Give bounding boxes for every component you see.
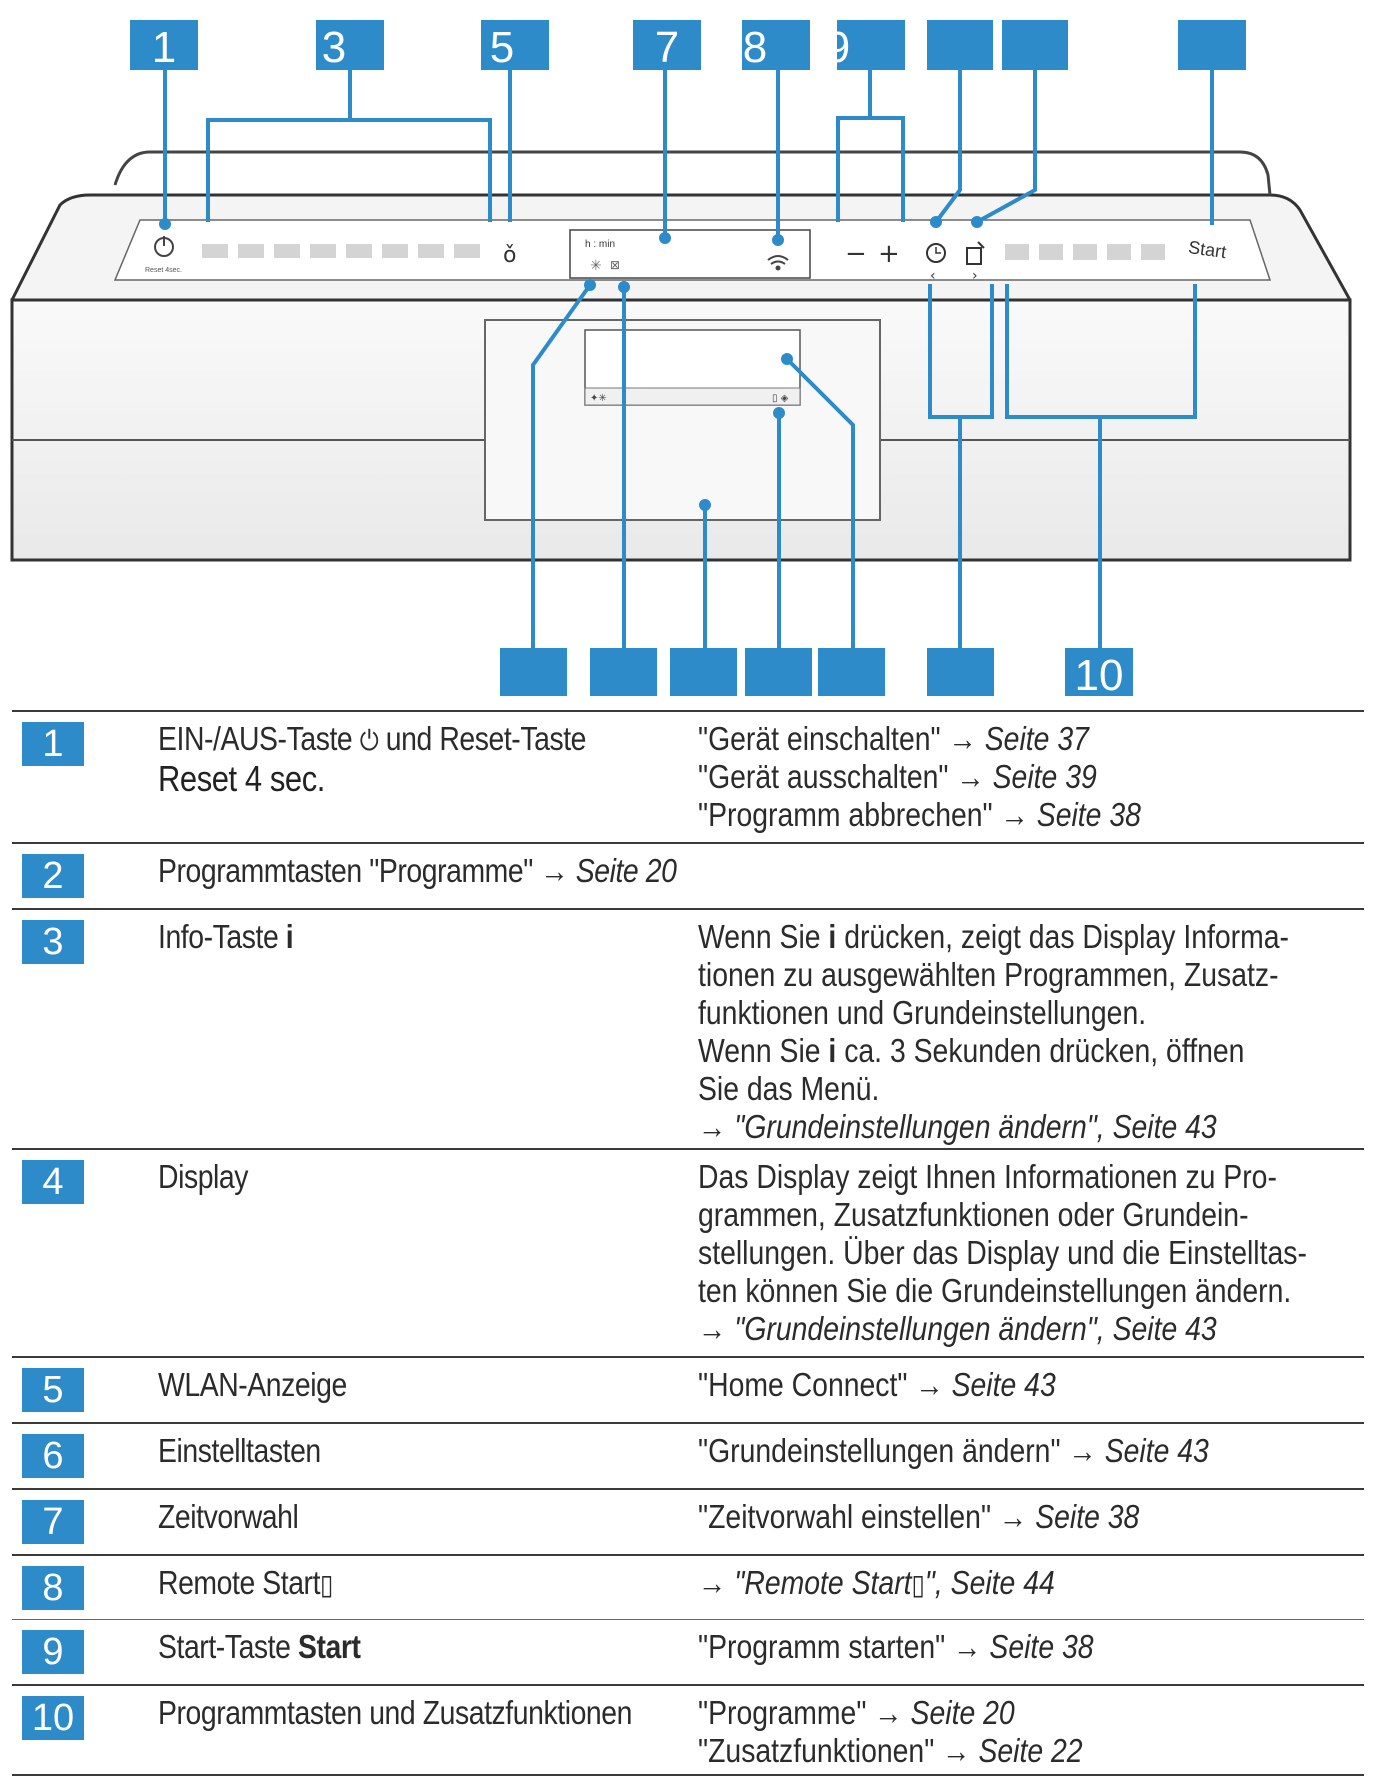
legend-desc: "Programme" → Seite 20 "Zusatzfunktionen… (698, 1694, 1083, 1769)
legend-desc: "Gerät einschalten" → Seite 37 "Gerät au… (698, 720, 1141, 833)
legend-label: Display (158, 1158, 249, 1195)
chevron-right-icon: › (972, 268, 978, 284)
remote-start-icon: ▯ (911, 1568, 925, 1601)
svg-text:8: 8 (743, 23, 767, 72)
svg-text:10: 10 (1075, 651, 1124, 700)
callouts-bottom: 10 (500, 648, 1133, 700)
wifi-icon (767, 255, 789, 271)
info-icon: i (285, 918, 294, 955)
clock-icon (926, 243, 946, 263)
program-buttons-left (202, 244, 480, 258)
callout-blank-c (1178, 20, 1246, 70)
legend-label: Programmtasten und Zusatzfunktionen (158, 1694, 632, 1731)
svg-text:h : min: h : min (585, 239, 615, 250)
legend-row-1: 1 EIN-/AUS-Taste ⏻ und Reset-Taste Reset… (12, 712, 1364, 844)
svg-text:3: 3 (322, 23, 346, 72)
legend-num: 10 (22, 1696, 84, 1740)
page-link: Seite 38 (1036, 796, 1141, 833)
power-icon: ⏻ (359, 724, 379, 757)
svg-text:✦✳: ✦✳ (590, 393, 607, 404)
callout-1 (130, 20, 198, 70)
legend-num: 6 (22, 1434, 84, 1478)
legend-num: 2 (22, 854, 84, 898)
legend-desc: "Zeitvorwahl einstellen" → Seite 38 (698, 1498, 1140, 1535)
svg-text:5: 5 (490, 23, 514, 72)
legend-desc: Wenn Sie i drücken, zeigt das Display In… (698, 918, 1290, 1145)
legend-row-9: 9 Start-Taste Start "Programm starten" →… (12, 1620, 1364, 1686)
callout-8 (742, 20, 810, 70)
page-link: Seite 39 (992, 758, 1097, 795)
legend-label: Programmtasten "Programme" → Seite 20 (158, 852, 677, 889)
legend-label: Info-Taste i (158, 918, 294, 955)
legend-label: Start-Taste Start (158, 1628, 361, 1665)
remote-start-icon (966, 241, 985, 265)
svg-text:7: 7 (655, 23, 679, 72)
legend-num: 7 (22, 1500, 84, 1544)
legend-row-5: 5 WLAN-Anzeige "Home Connect" → Seite 43 (12, 1358, 1364, 1424)
legend-table: 1 EIN-/AUS-Taste ⏻ und Reset-Taste Reset… (12, 710, 1364, 1776)
info-icon: i (828, 918, 837, 955)
control-panel-diagram: Reset 4sec. ǒ h : min ✳ ⊠ − + ‹ › (0, 0, 1373, 700)
legend-num: 5 (22, 1368, 84, 1412)
callout-9 (837, 20, 905, 70)
info-button-icon: ǒ (503, 243, 516, 268)
legend-desc: "Home Connect" → Seite 43 (698, 1366, 1056, 1403)
salt-icon: ⊠ (610, 258, 620, 272)
display-window (569, 229, 811, 279)
remote-start-icon: ▯ (320, 1568, 333, 1601)
legend-label: WLAN-Anzeige (158, 1366, 347, 1403)
legend-row-3: 3 Info-Taste i Wenn Sie i drücken, zeigt… (12, 910, 1364, 1150)
legend-num: 8 (22, 1566, 84, 1610)
reset-label: Reset 4sec. (145, 267, 182, 274)
page-link: "Grundeinstellungen ändern", Seite 43 (734, 1310, 1217, 1347)
callout-3 (316, 20, 384, 70)
legend-row-6: 6 Einstelltasten "Grundeinstellungen änd… (12, 1424, 1364, 1490)
reset-sub-label: Reset 4 sec. (158, 758, 325, 799)
callout-7 (633, 20, 701, 70)
page-link: "Grundeinstellungen ändern", Seite 43 (734, 1108, 1217, 1145)
legend-row-10: 10 Programmtasten und Zusatzfunktionen "… (12, 1686, 1364, 1776)
svg-text:ǒ: ǒ (503, 243, 516, 268)
legend-label: EIN-/AUS-Taste ⏻ und Reset-Taste Reset 4… (158, 720, 587, 799)
legend-row-7: 7 Zeitvorwahl "Zeitvorwahl einstellen" →… (12, 1490, 1364, 1556)
callout-blank-b (1002, 20, 1068, 70)
legend-desc: "Programm starten" → Seite 38 (698, 1628, 1094, 1665)
page-link: Seite 37 (984, 720, 1089, 757)
rinse-aid-icon: ✳ (590, 258, 602, 274)
legend-num: 9 (22, 1630, 84, 1674)
legend-desc: → "Remote Start▯", Seite 44 (698, 1564, 1055, 1601)
legend-row-8: 8 Remote Start▯ → "Remote Start▯", Seite… (12, 1556, 1364, 1620)
legend-label: Zeitvorwahl (158, 1498, 299, 1535)
callout-5 (481, 20, 549, 70)
svg-text:1: 1 (152, 23, 176, 72)
legend-row-4: 4 Display Das Display zeigt Ihnen Inform… (12, 1150, 1364, 1358)
legend-row-2: 2 Programmtasten "Programme" → Seite 20 (12, 844, 1364, 910)
legend-num: 3 (22, 920, 84, 964)
legend-num: 1 (22, 722, 84, 766)
program-buttons-right (1005, 244, 1165, 260)
callout-10 (1065, 648, 1133, 696)
minus-button-icon: − (845, 239, 867, 269)
plus-button-icon: + (878, 239, 900, 269)
power-button-icon (154, 236, 174, 257)
info-icon: i (828, 1032, 837, 1069)
legend-label: Einstelltasten (158, 1432, 321, 1469)
legend-num: 4 (22, 1160, 84, 1204)
legend-label: Remote Start▯ (158, 1564, 333, 1601)
legend-desc: "Grundeinstellungen ändern" → Seite 43 (698, 1432, 1209, 1469)
svg-text:▯ ◈: ▯ ◈ (772, 393, 789, 404)
legend-desc: Das Display zeigt Ihnen Informationen zu… (698, 1158, 1307, 1347)
callouts-top: 1 3 5 7 8 9 (130, 20, 1246, 72)
callout-blank-a (927, 20, 993, 70)
chevron-left-icon: ‹ (930, 268, 936, 284)
svg-text:9: 9 (826, 23, 850, 72)
